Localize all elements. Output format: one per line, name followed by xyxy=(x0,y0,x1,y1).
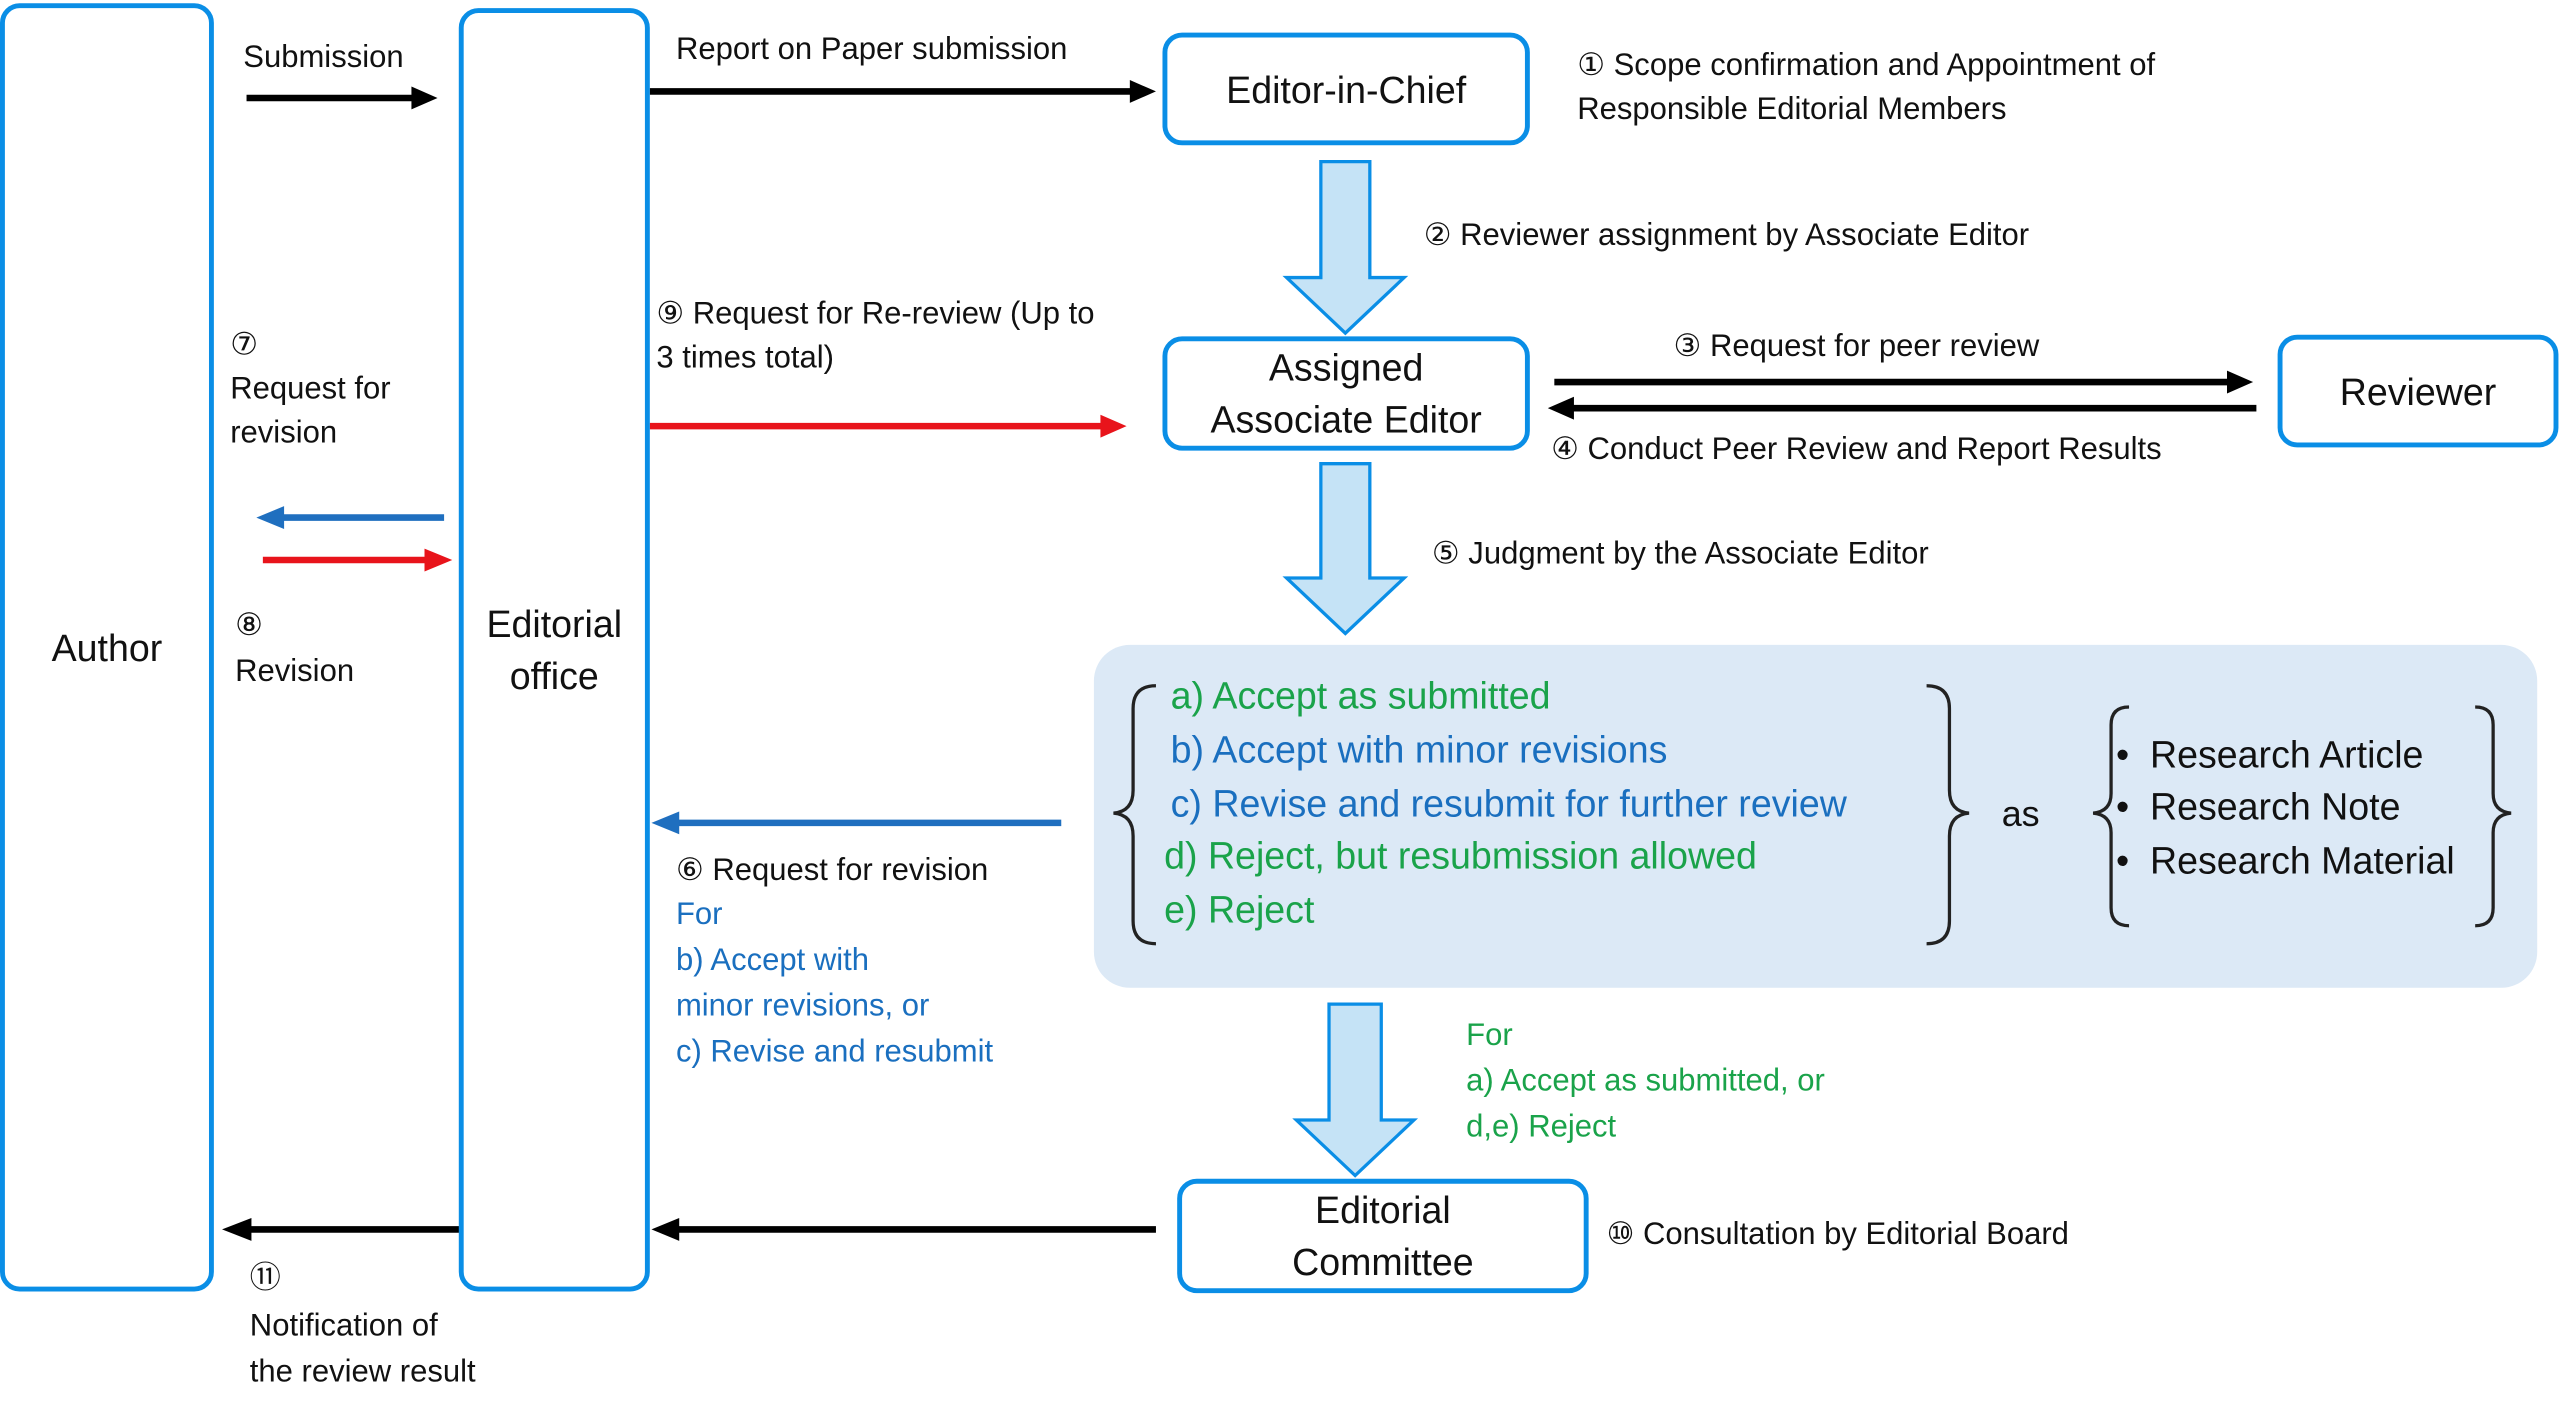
editorial-committee-box: Editorial Committee xyxy=(1177,1178,1589,1294)
block-arrow-assoc-to-judgment xyxy=(1282,462,1409,636)
judgment-option: c) Revise and resubmit for further revie… xyxy=(1170,782,1847,825)
submission-arrow xyxy=(246,86,438,110)
step8-label: Revision xyxy=(235,654,355,689)
paper-type-item: • Research Note xyxy=(2116,780,2401,834)
committee-conditions: For a) Accept as submitted, or d,e) Reje… xyxy=(1466,1018,1825,1145)
step9-label: ⑨ Request for Re-review (Up to 3 times t… xyxy=(656,297,1095,376)
revision-request-arrow xyxy=(256,506,445,529)
reviewer-box: Reviewer xyxy=(2277,334,2559,448)
peer-review-request-arrow xyxy=(1554,370,2254,394)
types-left-brace xyxy=(2092,705,2130,928)
judgment-option: d) Reject, but resubmission allowed xyxy=(1164,834,1757,877)
step1-label: ① Scope confirmation and Appointment of … xyxy=(1577,48,2156,128)
step6-conditions: For b) Accept with minor revisions, or c… xyxy=(675,897,994,1070)
paper-type-label: Research Article xyxy=(2150,733,2424,776)
left-brace xyxy=(1113,684,1157,946)
step8-number: ⑧ xyxy=(235,608,263,644)
step5-label: ⑤ Judgment by the Associate Editor xyxy=(1431,537,1929,572)
block-arrow-judgment-to-committee xyxy=(1292,1002,1419,1178)
re-review-arrow xyxy=(649,414,1127,438)
report-label: Report on Paper submission xyxy=(675,32,1068,67)
as-label: as xyxy=(2001,793,2040,835)
step2-label: ② Reviewer assignment by Associate Edito… xyxy=(1423,218,2030,254)
bullet-icon: • xyxy=(2115,785,2151,828)
notification-arrow xyxy=(222,1217,461,1241)
bullet-icon: • xyxy=(2115,839,2151,882)
paper-type-item: • Research Material xyxy=(2116,834,2455,888)
judgment-option: b) Accept with minor revisions xyxy=(1170,728,1668,771)
revision-arrow xyxy=(262,548,453,572)
step7-number: ⑦ xyxy=(230,328,259,363)
step10-label: ⑩ Consultation by Editorial Board xyxy=(1606,1217,2069,1253)
paper-type-label: Research Material xyxy=(2150,839,2455,882)
step3-label: ③ Request for peer review xyxy=(1673,329,2040,365)
judgment-option: a) Accept as submitted xyxy=(1170,674,1551,717)
step6-label: ⑥ Request for revision xyxy=(675,853,989,889)
judgment-panel xyxy=(1093,644,2538,988)
panel-to-office-arrow xyxy=(651,811,1062,835)
committee-to-office-arrow xyxy=(651,1217,1156,1241)
types-right-brace xyxy=(2475,705,2512,928)
step7-label: Request for revision xyxy=(230,372,391,451)
report-arrow xyxy=(649,80,1156,103)
judgment-option: e) Reject xyxy=(1164,888,1315,931)
block-arrow-eic-to-assoc xyxy=(1282,160,1409,336)
author-box: Author xyxy=(0,3,214,1292)
step11-label: Notification of the review result xyxy=(249,1309,476,1390)
step4-label: ④ Conduct Peer Review and Report Results xyxy=(1551,432,2162,467)
editor-in-chief-box: Editor-in-Chief xyxy=(1162,32,1530,146)
paper-type-label: Research Note xyxy=(2150,785,2401,828)
paper-type-item: • Research Article xyxy=(2116,728,2423,782)
peer-review-result-arrow xyxy=(1547,396,2257,420)
editorial-office-box: Editorial office xyxy=(458,8,650,1292)
bullet-icon: • xyxy=(2115,733,2151,776)
right-brace xyxy=(1926,684,1970,946)
associate-editor-box: Assigned Associate Editor xyxy=(1162,336,1530,451)
step11-number: ⑪ xyxy=(249,1262,281,1297)
submission-label: Submission xyxy=(243,40,404,76)
